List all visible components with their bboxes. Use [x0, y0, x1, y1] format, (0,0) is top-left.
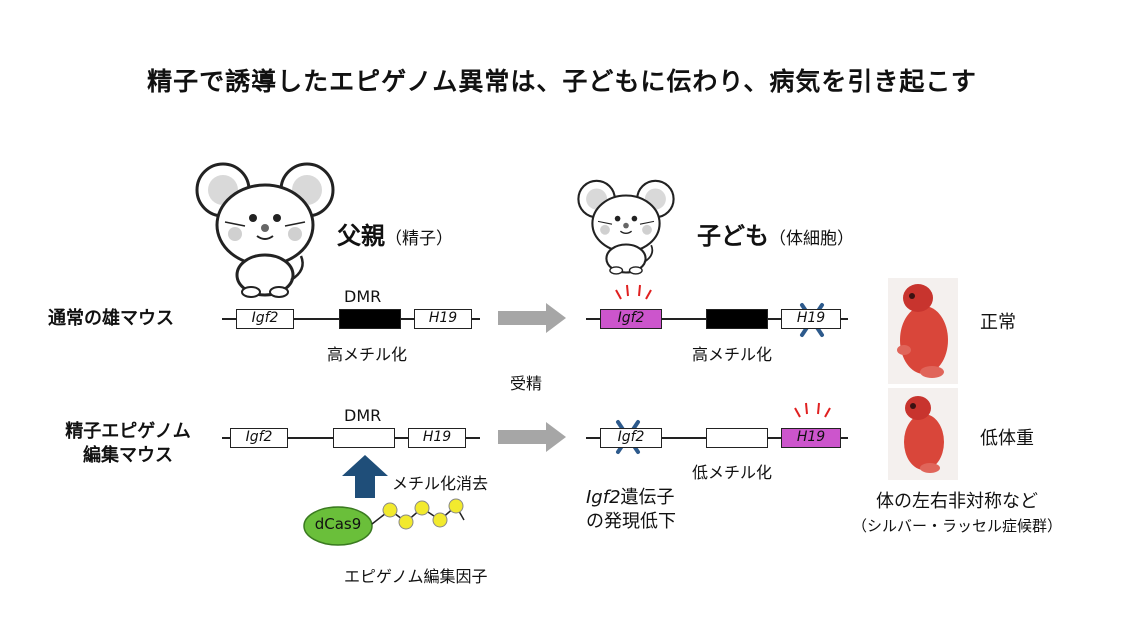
gene-h19-child-normal: H19: [781, 309, 841, 329]
low-weight-pup-image: [888, 388, 958, 480]
dmr-box-unmethylated: [333, 428, 395, 448]
phenotype-line1: 体の左右非対称など: [876, 491, 1038, 512]
methylation-label-child-normal: 高メチル化: [692, 345, 773, 364]
methylation-label-father: 高メチル化: [327, 345, 408, 364]
dmr-box-child-unmethylated: [706, 428, 768, 448]
father-sublabel: （精子）: [385, 229, 453, 249]
demethylation-label: メチル化消去: [392, 474, 489, 493]
child-header: 子ども（体細胞）: [697, 216, 854, 251]
methyl-chain: [371, 498, 465, 530]
father-header: 父親（精子）: [337, 216, 453, 251]
igf2-note-line2: の発現低下: [586, 511, 676, 532]
normal-pup-image: [888, 278, 958, 384]
child-label: 子ども: [697, 222, 769, 250]
row-label-normal: 通常の雄マウス: [48, 308, 174, 329]
factor-label: エピゲノム編集因子: [344, 567, 488, 586]
gene-igf2-father-normal: Igf2: [236, 309, 294, 329]
gene-igf2-child-normal: Igf2: [600, 309, 662, 329]
gene-h19-child-edited: H19: [781, 428, 841, 448]
gene-h19-father-normal: H19: [414, 309, 472, 329]
outcome-low-weight: 低体重: [980, 428, 1034, 449]
page-title: 精子で誘導したエピゲノム異常は、子どもに伝わり、病気を引き起こす: [147, 67, 977, 96]
fertilization-arrow-bottom: [498, 422, 566, 452]
gene-igf2-child-edited: Igf2: [600, 428, 662, 448]
row-label-edited: 精子エピゲノム 編集マウス: [48, 420, 208, 468]
phenotype-line2: （シルバー・ラッセル症候群）: [851, 517, 1062, 535]
gene-h19-father-edited: H19: [408, 428, 466, 448]
dmr-box-child-methylated: [706, 309, 768, 329]
dmr-box-methylated: [339, 309, 401, 329]
igf2-expression-note: Igf2遺伝子 の発現低下: [586, 486, 676, 534]
outcome-normal: 正常: [980, 312, 1016, 333]
dcas9-ellipse: [303, 506, 373, 546]
gene-igf2-father-edited: Igf2: [230, 428, 288, 448]
demethylation-arrow: [342, 455, 388, 498]
child-mouse-icon: [577, 179, 675, 275]
fertilization-label: 受精: [510, 374, 543, 393]
methylation-label-child-edited: 低メチル化: [692, 463, 773, 482]
father-label: 父親: [337, 222, 385, 250]
row-label-edited-line1: 精子エピゲノム: [65, 421, 191, 442]
dcas9-label: dCas9: [314, 515, 362, 533]
row-label-edited-line2: 編集マウス: [83, 445, 173, 466]
child-sublabel: （体細胞）: [769, 229, 854, 249]
igf2-note-rest: 遺伝子: [620, 487, 675, 508]
expression-mark-igf2: [615, 284, 652, 300]
igf2-note-gene: Igf2: [586, 487, 621, 508]
fertilization-arrow-top: [498, 303, 566, 333]
phenotype-note: 体の左右非対称など （シルバー・ラッセル症候群）: [832, 487, 1082, 536]
father-mouse-icon: [195, 162, 335, 298]
dmr-label-edited: DMR: [344, 406, 382, 425]
expression-mark-h19: [794, 402, 831, 418]
dmr-label-normal: DMR: [344, 287, 382, 306]
